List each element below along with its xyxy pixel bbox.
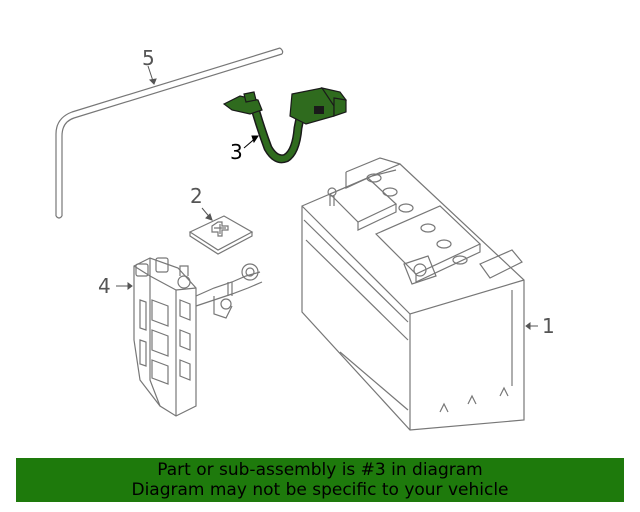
part-1-battery[interactable]: [301, 157, 525, 431]
part-4-terminal-bracket[interactable]: [133, 257, 263, 417]
parts-diagram: [55, 47, 538, 431]
banner-line-2: Diagram may not be specific to your vehi…: [131, 480, 509, 500]
callout-5[interactable]: 5: [142, 46, 155, 70]
part-5-rod[interactable]: [55, 47, 284, 219]
part-3-battery-cable[interactable]: [222, 87, 347, 164]
info-banner: Part or sub-assembly is #3 in diagram Di…: [16, 458, 624, 502]
banner-line-1: Part or sub-assembly is #3 in diagram: [157, 460, 483, 480]
callout-1[interactable]: 1: [542, 314, 555, 338]
callout-4[interactable]: 4: [98, 274, 111, 298]
callout-2[interactable]: 2: [190, 184, 203, 208]
part-2-terminal-cover[interactable]: [188, 215, 254, 255]
leader-lines: [116, 65, 538, 330]
callout-3[interactable]: 3: [230, 140, 243, 164]
